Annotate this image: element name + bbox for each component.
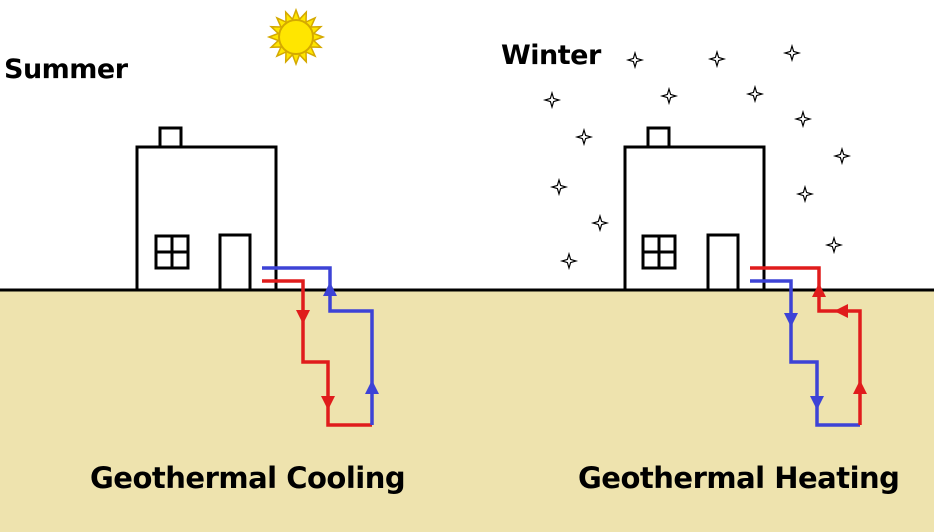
- snowflake-icon: [782, 43, 802, 63]
- snowflake-icon: [549, 177, 569, 197]
- summer-house: [135, 126, 278, 292]
- summer-flow-arrows: [296, 282, 379, 410]
- winter-arrow-up-icon: [853, 380, 867, 394]
- summer-cold-pipe: [262, 266, 374, 425]
- winter-house: [623, 126, 766, 292]
- snowflake-icon: [824, 235, 844, 255]
- cooling-caption: Geothermal Cooling: [90, 461, 406, 495]
- winter-chimney: [646, 126, 671, 149]
- snowflake-icon: [707, 49, 727, 69]
- summer-chimney: [158, 126, 183, 149]
- snowflake-icon: [574, 127, 594, 147]
- snowflake-icon: [559, 251, 579, 271]
- summer-pipe-loop: [262, 266, 374, 427]
- snowflake-group: [542, 43, 852, 271]
- ground: [0, 290, 934, 532]
- winter-arrow-up-icon: [812, 283, 826, 297]
- summer-arrow-down-icon: [321, 396, 335, 410]
- summer-season-label: Summer: [4, 54, 128, 85]
- snowflake-icon: [832, 146, 852, 166]
- summer-hot-pipe: [262, 279, 372, 427]
- snowflake-icon: [542, 90, 562, 110]
- snowflake-icon: [590, 213, 610, 233]
- winter-arrow-left-icon: [834, 304, 848, 318]
- winter-window: [641, 234, 677, 270]
- snowflake-icon: [659, 86, 679, 106]
- summer-door: [218, 233, 252, 292]
- heating-caption: Geothermal Heating: [578, 461, 900, 495]
- winter-door: [706, 233, 740, 292]
- summer-arrow-down-icon: [296, 310, 310, 324]
- sun-icon: [266, 7, 326, 67]
- snowflake-icon: [793, 109, 813, 129]
- winter-cold-pipe: [750, 279, 860, 427]
- snowflake-icon: [795, 184, 815, 204]
- winter-flow-arrows: [784, 283, 867, 410]
- winter-hot-pipe: [750, 266, 862, 425]
- winter-pipe-loop: [750, 266, 862, 427]
- snowflake-icon: [625, 50, 645, 70]
- winter-season-label: Winter: [501, 40, 601, 71]
- summer-window: [154, 234, 190, 270]
- summer-arrow-up-icon: [365, 380, 379, 394]
- summer-arrow-up-icon: [323, 282, 337, 296]
- winter-arrow-down-icon: [784, 313, 798, 327]
- snowflake-icon: [745, 84, 765, 104]
- winter-arrow-down-icon: [810, 396, 824, 410]
